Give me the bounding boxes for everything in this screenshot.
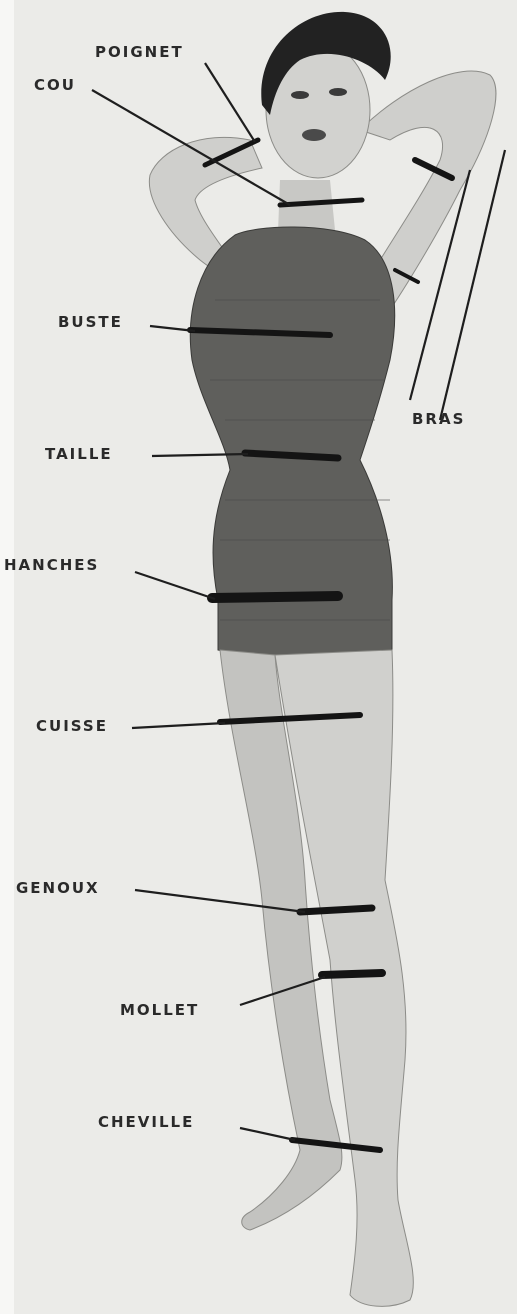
label-mollet: MOLLET <box>120 1003 199 1018</box>
label-cuisse: CUISSE <box>36 719 108 734</box>
label-genoux: GENOUX <box>16 881 100 896</box>
label-poignet: POIGNET <box>95 45 184 60</box>
label-cheville: CHEVILLE <box>98 1115 194 1130</box>
label-taille: TAILLE <box>45 447 113 462</box>
label-buste: BUSTE <box>58 315 123 330</box>
label-bras: BRAS <box>412 412 465 427</box>
label-cou: COU <box>34 78 76 93</box>
label-hanches: HANCHES <box>4 558 99 573</box>
